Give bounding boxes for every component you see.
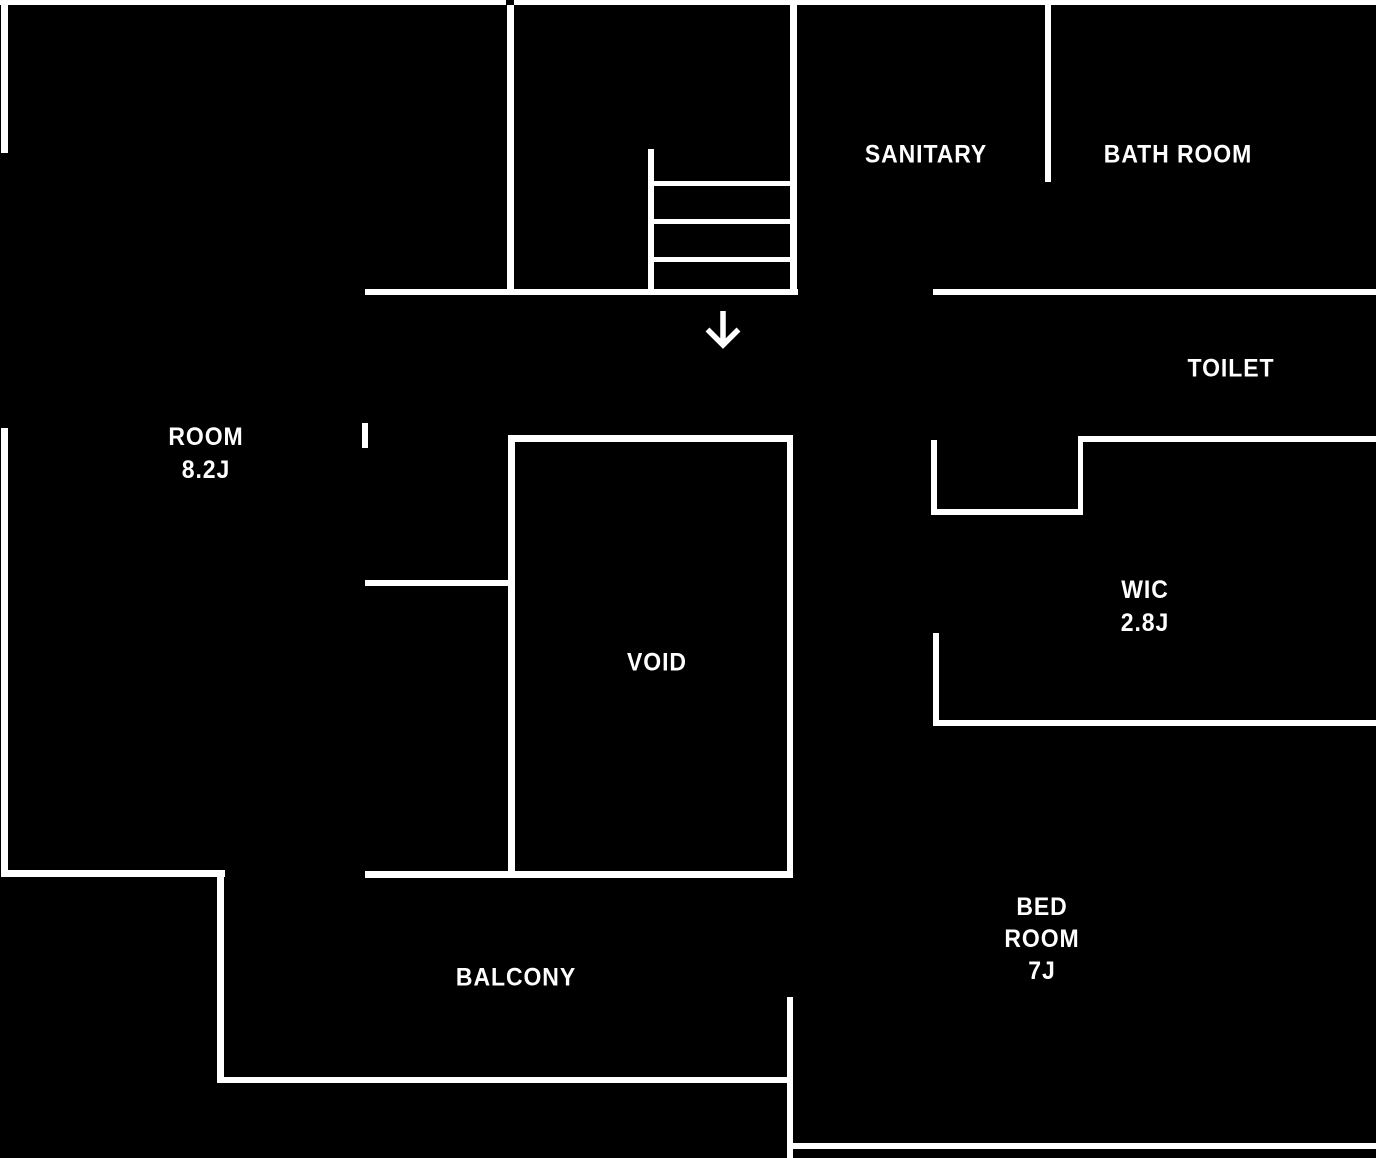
wall xyxy=(933,720,1376,726)
wall xyxy=(654,257,791,262)
bed-room-label: BED ROOM 7J xyxy=(1004,891,1079,987)
wall xyxy=(931,440,937,515)
void-name: VOID xyxy=(627,648,687,677)
toilet-name: TOILET xyxy=(1187,354,1275,383)
wall xyxy=(1078,436,1083,515)
wall xyxy=(933,633,939,725)
wic-name: WIC xyxy=(1121,576,1169,604)
wall xyxy=(508,435,515,877)
wall xyxy=(362,423,368,448)
wall xyxy=(1,428,8,877)
room-size: 8.2J xyxy=(181,456,231,484)
wic-size: 2.8J xyxy=(1120,609,1170,637)
balcony-name: BALCONY xyxy=(455,963,577,992)
wall xyxy=(787,997,793,1158)
wall xyxy=(654,219,791,224)
toilet-label: TOILET xyxy=(1188,353,1275,386)
bed-room-name-1: BED xyxy=(1016,893,1068,921)
wall xyxy=(365,871,793,878)
wall xyxy=(790,1143,1376,1149)
wall xyxy=(1,870,225,877)
bath-room-name: BATH ROOM xyxy=(1103,140,1253,169)
bath-room-label: BATH ROOM xyxy=(1104,139,1252,172)
stairs-down-arrow-icon xyxy=(705,311,741,349)
wall xyxy=(514,0,1376,5)
wall xyxy=(507,5,514,291)
wall xyxy=(1078,436,1376,442)
wall xyxy=(790,0,797,295)
wall xyxy=(217,1077,790,1083)
sanitary-name: SANITARY xyxy=(864,140,988,169)
bed-room-name-2: ROOM xyxy=(1004,925,1080,953)
wall xyxy=(365,580,511,586)
wall xyxy=(0,0,506,5)
wall xyxy=(654,181,791,186)
room-label: ROOM 8.2J xyxy=(168,421,243,487)
wall xyxy=(931,509,1083,515)
wic-label: WIC 2.8J xyxy=(1121,574,1169,640)
wall xyxy=(787,435,793,877)
wall xyxy=(648,149,654,294)
void-label: VOID xyxy=(627,647,687,680)
wall xyxy=(217,870,224,1083)
wall xyxy=(508,435,793,442)
wall xyxy=(1045,5,1051,182)
bed-room-size: 7J xyxy=(1028,957,1056,985)
wall xyxy=(365,289,798,295)
sanitary-label: SANITARY xyxy=(865,139,987,172)
balcony-label: BALCONY xyxy=(456,962,576,995)
wall xyxy=(1,0,8,153)
room-name: ROOM xyxy=(168,423,244,451)
wall xyxy=(933,289,1376,295)
